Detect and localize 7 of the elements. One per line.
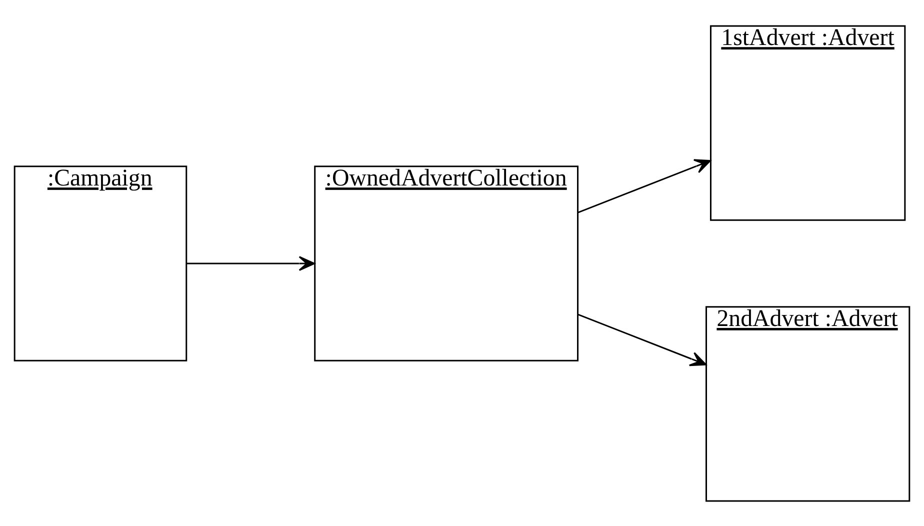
node-box: 1stAdvert :Advert — [710, 24, 906, 220]
arrow — [578, 313, 707, 366]
arrow — [578, 158, 712, 213]
arrow — [186, 256, 316, 270]
node-box: :Campaign — [14, 165, 188, 361]
node-box: 2ndAdvert :Advert — [706, 306, 910, 502]
node-box: :OwnedAdvertCollection — [314, 165, 579, 361]
